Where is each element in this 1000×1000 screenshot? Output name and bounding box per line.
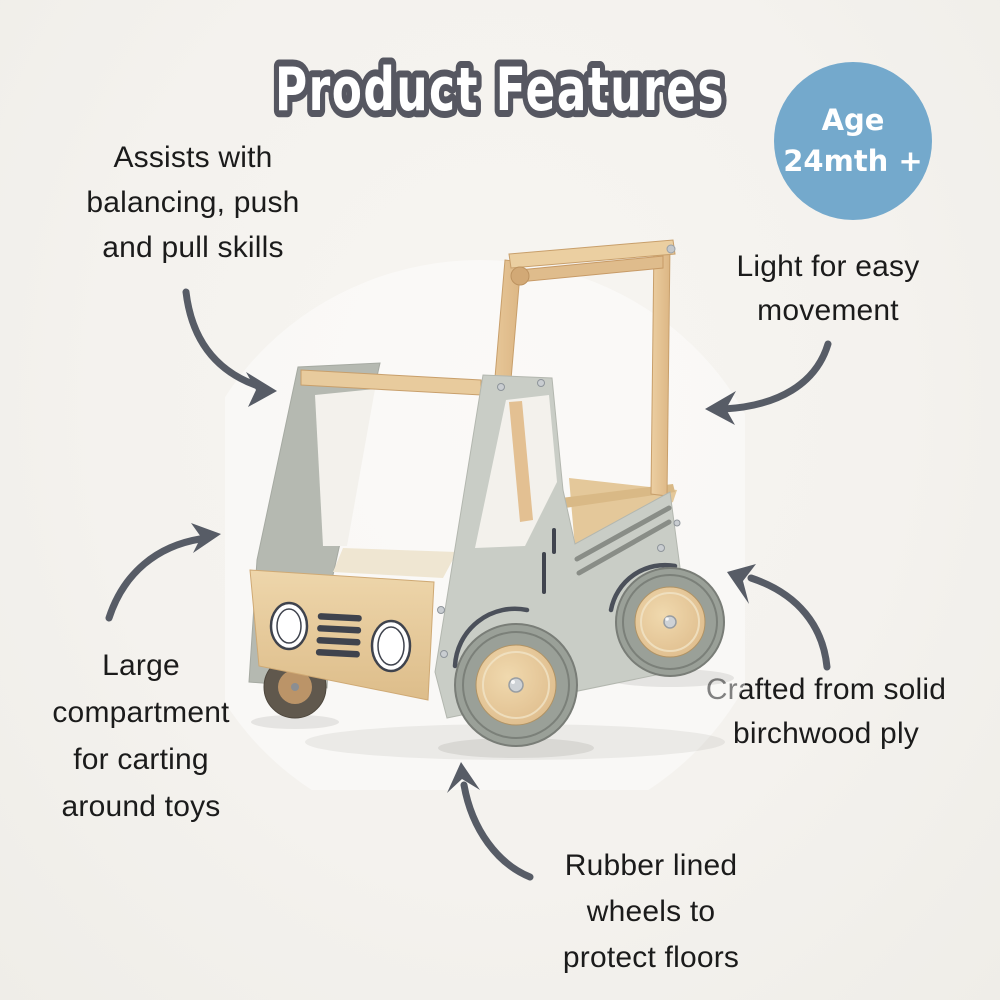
- feature-line: around toys: [61, 790, 221, 823]
- feature-assists-balancing: Assists with balancing, push and pull sk…: [23, 135, 363, 270]
- age-badge-line1: Age: [821, 103, 885, 137]
- feature-line: Light for easy: [736, 250, 920, 283]
- feature-rubber-wheels: Rubber lined wheels to protect floors: [505, 843, 797, 981]
- bed-vent-slats: [574, 505, 672, 576]
- page-title-outline: Product Features: [275, 55, 725, 125]
- truck-bed-inner-wall: [561, 484, 675, 508]
- handle-top-rail: [508, 239, 676, 269]
- door-dash: [552, 528, 556, 554]
- feature-line: Crafted from solid: [705, 673, 947, 706]
- feature-large-compartment: Large compartment for carting around toy…: [8, 642, 274, 830]
- handle-right-upright: [650, 242, 671, 497]
- handle-screw: [666, 244, 676, 254]
- front-wheel-arch: [452, 606, 530, 669]
- feature-line: Rubber lined: [564, 849, 738, 882]
- feature-line: Assists with: [113, 141, 273, 174]
- arrow-large-compartment: [105, 523, 221, 622]
- truck-wheel-rear: [615, 567, 725, 677]
- wheel-shadow: [251, 715, 339, 729]
- feature-line: Large: [102, 649, 180, 682]
- feature-line: protect floors: [562, 941, 740, 974]
- body-screws: [437, 379, 681, 658]
- feature-line: movement: [757, 294, 899, 327]
- wheel-shadow: [438, 738, 594, 758]
- handle-through-window: [509, 401, 533, 522]
- feature-light-movement: Light for easy movement: [672, 245, 984, 333]
- age-badge-line2: 24mth +: [783, 144, 923, 178]
- truck-cab-floor: [333, 548, 457, 578]
- truck-wheel-front: [454, 623, 578, 747]
- feature-line: balancing, push: [86, 186, 300, 219]
- truck-front-panel: [249, 569, 435, 701]
- feature-line: birchwood ply: [732, 717, 920, 750]
- feature-birchwood-ply: Crafted from solid birchwood ply: [665, 668, 987, 756]
- headlight-left: [269, 601, 309, 651]
- feature-line: and pull skills: [102, 231, 284, 264]
- dowel-end-cap: [510, 266, 530, 286]
- grille: [315, 613, 362, 658]
- feature-line: wheels to: [586, 895, 716, 928]
- headlight-right: [370, 619, 412, 673]
- rear-wheel-arch: [608, 562, 678, 613]
- page-title: Product Features Product Features: [268, 48, 730, 132]
- door-dash: [542, 552, 546, 594]
- feature-line: compartment: [52, 696, 230, 729]
- age-badge: Age 24mth +: [774, 62, 932, 220]
- product-image-truck-walker: [225, 239, 745, 790]
- page-title-text: Product Features: [275, 55, 725, 125]
- feature-line: for carting: [73, 743, 209, 776]
- truck-far-window: [315, 389, 375, 546]
